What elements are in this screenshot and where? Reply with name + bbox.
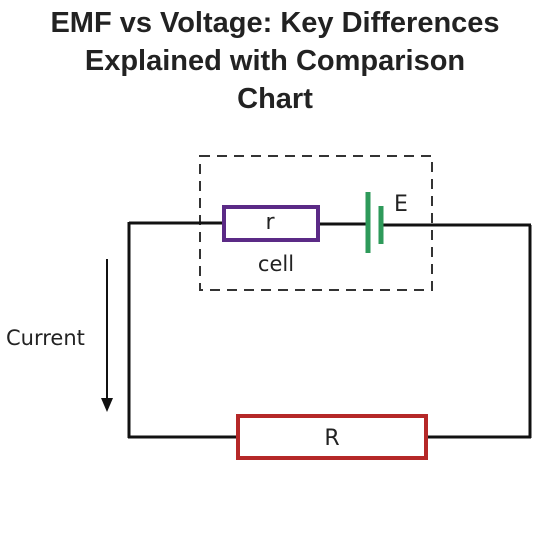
title-line-2: Explained with Comparison [84, 45, 466, 77]
emf-label: E [394, 192, 408, 217]
circuit-wires [127, 221, 532, 439]
title-line-3: Chart [237, 83, 313, 115]
battery-icon [365, 192, 384, 253]
internal-resistor-label: r [265, 210, 275, 235]
load-resistor-label: R [324, 426, 339, 451]
current-arrow-icon [101, 259, 113, 412]
load-resistor [236, 414, 428, 460]
internal-resistor [222, 205, 320, 242]
page-title: EMF vs Voltage: Key Differences Explaine… [0, 4, 550, 118]
cell-label: cell [258, 252, 294, 276]
title-line-1: EMF vs Voltage: Key Differences [50, 7, 500, 39]
current-label: Current [6, 326, 85, 350]
